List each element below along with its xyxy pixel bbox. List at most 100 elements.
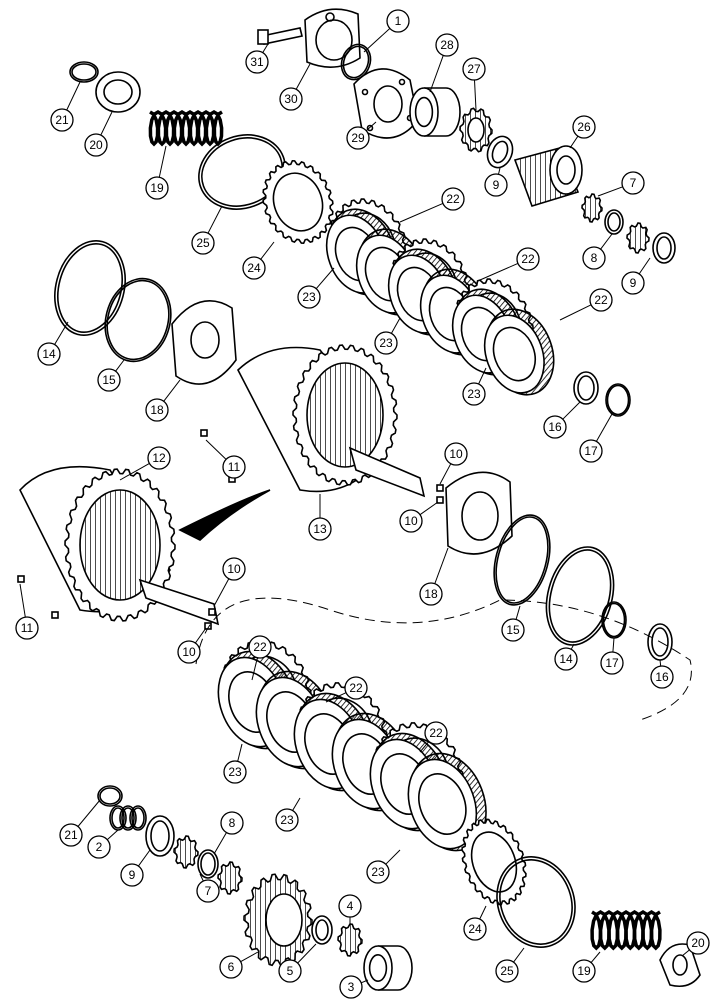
callout-circle bbox=[87, 835, 111, 859]
callout-circle bbox=[386, 9, 410, 33]
leader-line-c22e bbox=[325, 692, 347, 703]
leader-line-c15a bbox=[115, 359, 125, 372]
callout-c12a: 12 bbox=[147, 446, 171, 470]
callout-label: 17 bbox=[584, 444, 598, 458]
callout-c9c: 9 bbox=[120, 863, 144, 887]
callout-circle bbox=[441, 187, 465, 211]
callout-c23f: 23 bbox=[366, 860, 390, 884]
callout-label: 14 bbox=[559, 652, 573, 666]
callout-circle bbox=[120, 863, 144, 887]
leader-line-c23c bbox=[478, 367, 487, 385]
callout-label: 21 bbox=[64, 828, 78, 842]
callout-c15b: 15 bbox=[501, 618, 525, 642]
callout-label: 8 bbox=[229, 816, 236, 830]
leader-line-c8a bbox=[600, 233, 613, 250]
callout-circle bbox=[145, 176, 169, 200]
callout-circle bbox=[59, 823, 83, 847]
callout-label: 6 bbox=[228, 960, 235, 974]
callout-circle bbox=[242, 256, 266, 280]
spacer-8b bbox=[197, 849, 219, 879]
leader-line-c7a bbox=[597, 186, 623, 197]
callout-c11a: 11 bbox=[222, 455, 246, 479]
leader-line-c3a bbox=[361, 979, 369, 984]
leader-line-c26a bbox=[569, 135, 579, 149]
callout-label: 15 bbox=[506, 623, 520, 637]
callout-label: 25 bbox=[500, 964, 514, 978]
leader-line-c30a bbox=[295, 63, 311, 90]
callout-c21b: 21 bbox=[59, 823, 83, 847]
callout-circle bbox=[196, 879, 220, 903]
callout-c20b: 20 bbox=[686, 931, 710, 955]
callout-c9b: 9 bbox=[621, 271, 645, 295]
callout-c16a: 16 bbox=[543, 415, 567, 439]
callout-c3a: 3 bbox=[339, 975, 363, 999]
callout-c24a: 24 bbox=[242, 256, 266, 280]
callout-c22c: 22 bbox=[589, 288, 613, 312]
leader-line-c8b bbox=[213, 832, 227, 855]
bolt-31 bbox=[257, 27, 303, 45]
callout-label: 29 bbox=[351, 131, 365, 145]
callout-c11b: 11 bbox=[15, 616, 39, 640]
callout-c19b: 19 bbox=[572, 959, 596, 983]
housing-30 bbox=[304, 8, 361, 68]
callout-label: 24 bbox=[247, 261, 261, 275]
washer-9a bbox=[486, 135, 514, 169]
callout-circle bbox=[248, 635, 272, 659]
callout-label: 23 bbox=[379, 336, 393, 350]
o-ring-1 bbox=[340, 43, 372, 81]
callout-circle bbox=[297, 285, 321, 309]
leader-line-c10b bbox=[419, 501, 439, 516]
callout-circle bbox=[543, 415, 567, 439]
callout-circle bbox=[462, 382, 486, 406]
callout-label: 23 bbox=[371, 865, 385, 879]
leader-line-c23f bbox=[385, 849, 401, 865]
callout-circle bbox=[463, 917, 487, 941]
callout-c16b: 16 bbox=[650, 665, 674, 689]
callout-label: 12 bbox=[152, 451, 166, 465]
callout-label: 13 bbox=[313, 522, 327, 536]
o-ring-15a bbox=[104, 277, 172, 363]
callout-label: 22 bbox=[429, 726, 443, 740]
callout-label: 11 bbox=[21, 621, 34, 635]
leader-line-c27a bbox=[474, 79, 477, 111]
leader-line-c24b bbox=[479, 905, 487, 920]
callout-circle bbox=[145, 398, 169, 422]
leader-line-c20a bbox=[100, 111, 113, 136]
bearing-7d bbox=[217, 861, 243, 895]
callout-circle bbox=[338, 894, 362, 918]
callout-circle bbox=[495, 959, 519, 983]
callout-circle bbox=[424, 721, 448, 745]
callout-c24b: 24 bbox=[463, 917, 487, 941]
callout-circle bbox=[600, 651, 624, 675]
leader-line-c11b bbox=[19, 583, 26, 618]
callout-circle bbox=[84, 133, 108, 157]
leader-line-c16a bbox=[562, 401, 581, 420]
leader-line-c11a bbox=[205, 439, 227, 460]
pin-5 bbox=[436, 496, 444, 504]
callout-label: 7 bbox=[205, 884, 212, 898]
leader-line-c22d bbox=[251, 657, 258, 681]
callout-label: 22 bbox=[446, 192, 460, 206]
clutch-drum-12 bbox=[19, 465, 271, 626]
leader-line-c25a bbox=[207, 205, 223, 234]
leader-line-c24a bbox=[260, 241, 275, 260]
callout-circle bbox=[339, 975, 363, 999]
leader-line-c9c bbox=[137, 849, 151, 867]
leader-line-c31a bbox=[262, 43, 269, 53]
callout-circle bbox=[582, 246, 606, 270]
callout-circle bbox=[572, 115, 596, 139]
piston-18a bbox=[171, 300, 237, 385]
callout-c8b: 8 bbox=[220, 811, 244, 835]
leader-line-c2a bbox=[106, 829, 119, 841]
o-ring-15b bbox=[493, 514, 551, 606]
callout-circle bbox=[278, 959, 302, 983]
leader-line-c15b bbox=[515, 605, 521, 620]
callout-c17a: 17 bbox=[579, 439, 603, 463]
callout-c10d: 10 bbox=[177, 640, 201, 664]
snap-ring-25a bbox=[198, 134, 286, 210]
pin-6 bbox=[208, 608, 216, 616]
callout-circle bbox=[346, 126, 370, 150]
bearing-cone-27 bbox=[459, 107, 493, 153]
bearing-7b bbox=[626, 222, 650, 254]
steel-plate-24a bbox=[262, 160, 334, 244]
